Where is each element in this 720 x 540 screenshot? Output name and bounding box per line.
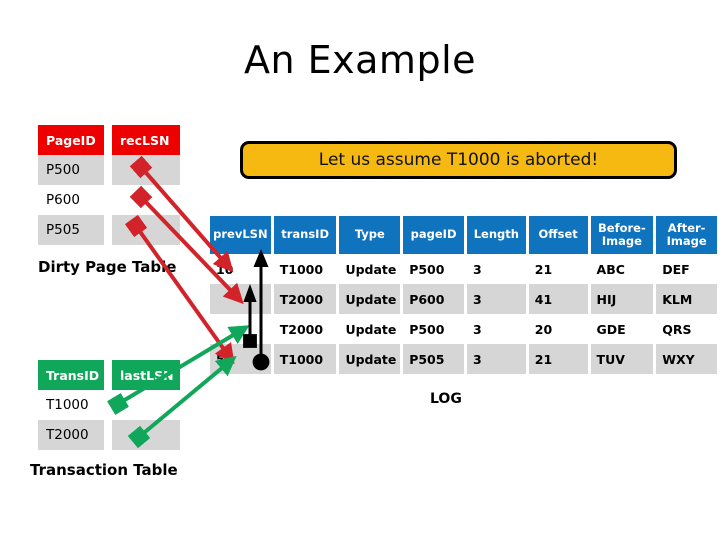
cell-transid: T1000: [38, 390, 104, 420]
cell-length: 3: [472, 321, 482, 337]
cell-type: Update: [339, 284, 401, 314]
cell-before-image: ABC: [596, 261, 625, 277]
cell-length: 3: [466, 344, 526, 374]
cell-pageid: P600: [38, 185, 104, 215]
column-header-before-image: Before-Image: [590, 216, 654, 254]
table-row: T1000: [38, 390, 180, 420]
cell-pageid: P505: [38, 215, 104, 245]
column-header-length: Length: [466, 216, 526, 254]
cell-pageid: P500: [38, 155, 104, 185]
table-row: T2000: [38, 420, 180, 450]
column-header-transid: transID: [273, 216, 337, 254]
cell-pageid: P500: [409, 261, 445, 277]
column-header-lastlsn: lastLSN: [112, 360, 180, 390]
cell-transid: T2000: [38, 420, 104, 450]
cell-lastlsn: [112, 390, 180, 420]
table-row: P600: [38, 185, 180, 215]
cell-transid: T2000: [273, 284, 337, 314]
cell-type: Update: [339, 344, 401, 374]
cell-after-image: DEF: [662, 261, 690, 277]
cell-transid: T1000: [279, 261, 324, 277]
table-header-row: PageID recLSN: [38, 125, 180, 155]
cell-prevlsn: [210, 284, 271, 314]
cell-reclsn: [112, 185, 180, 215]
callout-text: Let us assume T1000 is aborted!: [318, 150, 599, 170]
table-row: 10 T1000 Update P500 3 21 ABC DEF: [210, 254, 720, 284]
table-row: T2000 Update P500 3 20 GDE QRS: [210, 314, 720, 344]
dirty-page-table-caption: Dirty Page Table: [38, 258, 177, 276]
cell-prevlsn: [210, 314, 271, 344]
cell-reclsn: [112, 215, 180, 245]
table-row: P500: [38, 155, 180, 185]
cell-after-image: QRS: [662, 321, 692, 337]
log-caption: LOG: [430, 391, 462, 407]
cell-lastlsn: [112, 420, 180, 450]
column-header-transid: TransID: [38, 360, 104, 390]
cell-length: 3: [472, 261, 482, 277]
log-header-row: prevLSN transID Type pageID Length Offse…: [210, 216, 720, 254]
page-title: An Example: [243, 38, 477, 82]
cell-prevlsn: 10: [216, 261, 234, 277]
cell-offset: 21: [534, 261, 553, 277]
dirty-page-table: PageID recLSN P500 P600 P505: [38, 125, 180, 245]
log-table: prevLSN transID Type pageID Length Offse…: [210, 216, 720, 374]
cell-type: Update: [345, 261, 397, 277]
cell-after-image: KLM: [656, 284, 717, 314]
cell-pageid: P600: [403, 284, 464, 314]
column-header-type: Type: [339, 216, 401, 254]
cell-offset: 21: [528, 344, 588, 374]
cell-offset: 20: [534, 321, 553, 337]
cell-pageid: P505: [403, 344, 464, 374]
cell-transid: T1000: [273, 344, 337, 374]
cell-length: 3: [466, 284, 526, 314]
table-header-row: TransID lastLSN: [38, 360, 180, 390]
column-header-pageid: pageID: [403, 216, 464, 254]
cell-prevlsn: 50: [210, 344, 271, 374]
cell-pageid: P500: [409, 321, 445, 337]
cell-before-image: HIJ: [590, 284, 654, 314]
cell-after-image: WXY: [656, 344, 717, 374]
cell-before-image: TUV: [590, 344, 654, 374]
table-row: 50 T1000 Update P505 3 21 TUV WXY: [210, 344, 720, 374]
column-header-offset: Offset: [528, 216, 588, 254]
column-header-reclsn: recLSN: [112, 125, 180, 155]
table-row: T2000 Update P600 3 41 HIJ KLM: [210, 284, 720, 314]
column-header-pageid: PageID: [38, 125, 104, 155]
table-row: P505: [38, 215, 180, 245]
transaction-table-caption: Transaction Table: [30, 461, 178, 479]
cell-reclsn: [112, 155, 180, 185]
transaction-table: TransID lastLSN T1000 T2000: [38, 360, 180, 450]
cell-type: Update: [345, 321, 397, 337]
callout-banner: Let us assume T1000 is aborted!: [240, 141, 677, 179]
cell-transid: T2000: [279, 321, 324, 337]
cell-offset: 41: [528, 284, 588, 314]
column-header-prevlsn: prevLSN: [210, 216, 271, 254]
cell-before-image: GDE: [596, 321, 626, 337]
column-header-after-image: After-Image: [656, 216, 717, 254]
